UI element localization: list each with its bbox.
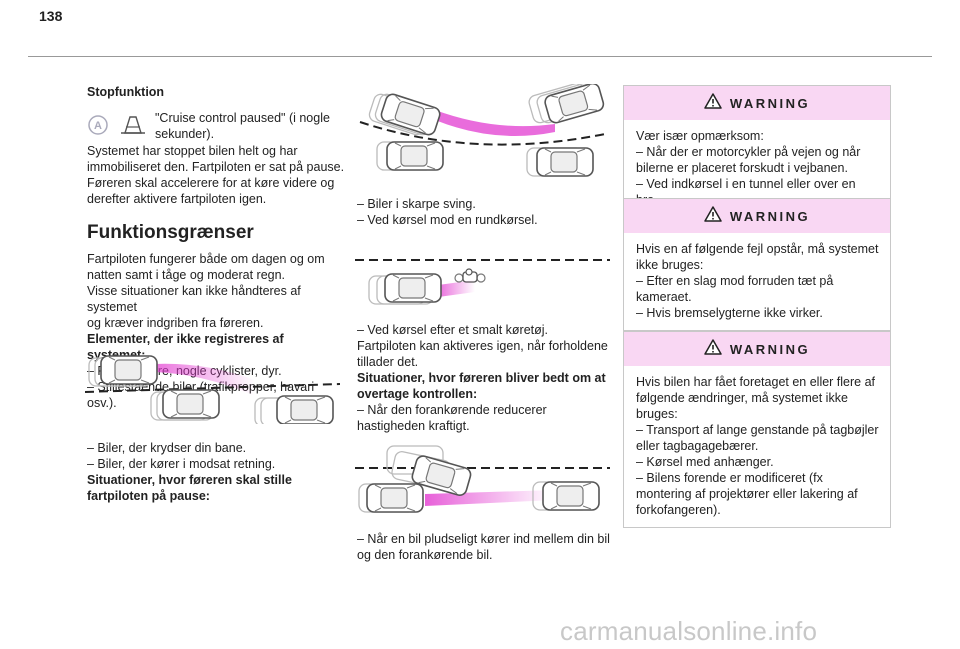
warning-box: WARNING Hvis en af følgende fejl opstår,… (623, 198, 891, 331)
warning-label: WARNING (729, 208, 811, 224)
warning-box: WARNING Hvis bilen har fået foretaget en… (623, 331, 891, 528)
stop-body-line: Føreren skal accelerere for at køre vide… (87, 176, 335, 190)
watermark-footer[interactable]: carmanualsonline.info (560, 616, 818, 646)
warning-line: – Når der er motorcykler på vejen og når… (636, 145, 861, 175)
illustration-crossing-cars (84, 352, 341, 427)
warning-body: Hvis bilen har fået foretaget en eller f… (624, 366, 890, 527)
limits-heading: Funktionsgrænser (87, 222, 254, 243)
fig3-item: – Ved kørsel efter et smalt køretøj. (357, 323, 549, 337)
limits-body-line: natten samt i tåge og moderat regn. (87, 268, 286, 282)
warning-label: WARNING (729, 341, 811, 357)
page-number: 138 (39, 8, 63, 24)
limits-body-line: Fartpiloten fungerer både om dagen og om (87, 252, 325, 266)
warning-line: Hvis bilen har fået foretaget en eller f… (636, 375, 876, 421)
warning-line: – Kørsel med anhænger. (636, 455, 774, 469)
warning-triangle-icon (704, 92, 722, 114)
cruise-control-icon: A (87, 114, 117, 138)
pause-car-icon (117, 113, 155, 137)
warning-header: WARNING (624, 86, 890, 120)
illustration-sharp-curve (355, 81, 610, 184)
warning-body: Vær især opmærksom: – Når der er motorcy… (624, 120, 890, 217)
stop-body: Systemet har stoppet bilen helt og har i… (87, 143, 345, 207)
fig2-item: – Biler i skarpe sving. (357, 197, 476, 211)
fig3-caption: – Ved kørsel efter et smalt køretøj. Far… (357, 322, 615, 434)
pause-heading: Situationer, hvor føreren skal stille fa… (87, 473, 292, 503)
illustration-narrow-vehicle (355, 256, 610, 310)
stop-body-line: immobiliseret den. Fartpiloten er sat på… (87, 160, 345, 174)
fig4-caption: – Når en bil pludseligt kører ind mellem… (357, 531, 615, 563)
fig1-item: – Biler, der krydser din bane. (87, 441, 247, 455)
fig2-item: – Ved kørsel mod en rundkørsel. (357, 213, 538, 227)
warning-line: – Efter en slag mod forruden tæt på kame… (636, 274, 834, 304)
warning-triangle-icon (704, 338, 722, 360)
warning-header: WARNING (624, 199, 890, 233)
column-1: Stopfunktion A "Cruise control paused" (… (87, 84, 345, 411)
stop-body-line: derefter aktivere fartpiloten igen. (87, 192, 267, 206)
warning-line: Hvis en af følgende fejl opstår, må syst… (636, 242, 879, 272)
warning-box: WARNING Vær især opmærksom: – Når der er… (623, 85, 891, 218)
stop-body-line: Systemet har stoppet bilen helt og har (87, 144, 298, 158)
fig4-item: – Når en bil pludseligt kører ind mellem… (357, 532, 610, 562)
warning-body: Hvis en af følgende fejl opstår, må syst… (624, 233, 890, 330)
header-divider (28, 56, 932, 57)
stop-heading: Stopfunktion (87, 85, 165, 99)
warning-triangle-icon (704, 205, 722, 227)
fig1-caption: – Biler, der krydser din bane. – Biler, … (87, 440, 345, 504)
warning-label: WARNING (729, 95, 811, 111)
limits-body-line: og kræver indgriben fra føreren. (87, 316, 264, 330)
warning-line: – Transport af lange genstande på tagbøj… (636, 423, 879, 453)
fig1-item: – Biler, der kører i modsat retning. (87, 457, 276, 471)
warning-header: WARNING (624, 332, 890, 366)
illustration-cut-in (355, 440, 610, 516)
warning-line: – Hvis bremselygterne ikke virker. (636, 306, 823, 320)
stop-icon-row: A "Cruise control paused" (i nogle sekun… (87, 110, 345, 141)
motorcycle-icon (454, 268, 486, 283)
takeover-heading: Situationer, hvor føreren bliver bedt om… (357, 371, 606, 401)
svg-text:A: A (94, 120, 102, 132)
fig3-body: Fartpiloten kan aktiveres igen, når forh… (357, 339, 608, 369)
warning-line: Vær især opmærksom: (636, 129, 764, 143)
fig2-caption: – Biler i skarpe sving. – Ved kørsel mod… (357, 196, 615, 228)
limits-body-line: Visse situationer kan ikke håndteres af … (87, 284, 301, 314)
takeover-item: – Når den forankørende reducerer hastigh… (357, 403, 547, 433)
warning-line: – Bilens forende er modificeret (fx mont… (636, 471, 858, 517)
stop-icon-text: "Cruise control paused" (i nogle sekunde… (155, 111, 330, 141)
